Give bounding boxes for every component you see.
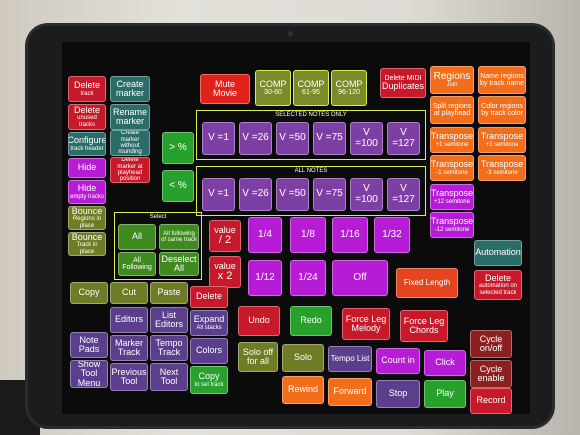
delete-button[interactable]: Delete	[190, 286, 228, 308]
transpose-plus1-button[interactable]: Transpose+1 semitone	[430, 127, 474, 153]
delete-marker-playhead-button[interactable]: Delete marker at playhead position	[110, 157, 150, 183]
quantize-off-button[interactable]: Off	[332, 260, 388, 296]
selected-notes-panel	[196, 110, 426, 160]
list-editors-button[interactable]: List Editors	[150, 307, 188, 333]
value-div2-button[interactable]: value/ 2	[209, 220, 241, 252]
quantize-1-16-button[interactable]: 1/16	[332, 217, 368, 253]
colors-button[interactable]: Colors	[190, 338, 228, 364]
copy-button[interactable]: Copy	[70, 282, 108, 304]
all-velocity-75-button[interactable]: V =75	[313, 178, 346, 211]
solo-off-all-button[interactable]: Solo off for all	[238, 342, 278, 372]
tempo-list-button[interactable]: Tempo List	[328, 346, 372, 372]
force-legato-chords-button[interactable]: Force Leg Chords	[400, 310, 448, 342]
all-velocity-100-button[interactable]: V =100	[350, 178, 383, 211]
selected-velocity-75-button[interactable]: V =75	[313, 122, 346, 155]
click-button[interactable]: Click	[424, 350, 466, 376]
select-all-button[interactable]: All	[118, 224, 156, 250]
all-velocity-26-button[interactable]: V =26	[239, 178, 272, 211]
paste-button[interactable]: Paste	[150, 282, 188, 304]
previous-tool-button[interactable]: Previous Tool	[110, 363, 148, 391]
redo-button[interactable]: Redo	[290, 306, 332, 336]
quantize-1-12-button[interactable]: 1/12	[248, 260, 282, 296]
show-tool-menu-button[interactable]: Show Tool Menu	[70, 360, 108, 388]
all-velocity-50-button[interactable]: V =50	[276, 178, 309, 211]
next-tool-button[interactable]: Next Tool	[150, 363, 188, 391]
split-regions-button[interactable]: Split regions at playhead	[430, 96, 474, 124]
name-regions-button[interactable]: Name regions by track name	[478, 66, 526, 94]
percent-up-button[interactable]: > %	[162, 132, 194, 164]
selected-velocity-100-button[interactable]: V =100	[350, 122, 383, 155]
undo-button[interactable]: Undo	[238, 306, 280, 336]
deselect-all-button[interactable]: Deselect All	[159, 252, 199, 276]
quantize-1-8-button[interactable]: 1/8	[290, 217, 326, 253]
transpose-minus3-button[interactable]: Transpose-3 semitone	[478, 155, 526, 181]
play-button[interactable]: Play	[424, 380, 466, 408]
all-notes-panel	[196, 166, 426, 216]
transpose-minus12-button[interactable]: Transpose-12 semitone	[430, 212, 474, 238]
percent-down-button[interactable]: < %	[162, 170, 194, 202]
select-panel	[114, 212, 202, 280]
quantize-1-4-button[interactable]: 1/4	[248, 217, 282, 253]
hide-button[interactable]: Hide	[68, 158, 106, 178]
stop-button[interactable]: Stop	[376, 380, 420, 408]
force-legato-melody-button[interactable]: Force Leg Melody	[342, 308, 390, 340]
record-button[interactable]: Record	[470, 388, 512, 414]
editors-button[interactable]: Editors	[110, 307, 148, 333]
fixed-length-button[interactable]: Fixed Length	[396, 268, 458, 298]
count-in-button[interactable]: Count in	[376, 348, 420, 374]
cut-button[interactable]: Cut	[110, 282, 148, 304]
selected-velocity-1-button[interactable]: V =1	[202, 122, 235, 155]
marker-track-button[interactable]: Marker Track	[110, 335, 148, 361]
automation-button[interactable]: Automation	[474, 240, 522, 266]
all-velocity-1-button[interactable]: V =1	[202, 178, 235, 211]
cycle-on-off-button[interactable]: Cycle on/off	[470, 330, 512, 358]
select-all-following-button[interactable]: All Following	[118, 252, 156, 276]
forward-button[interactable]: Forward	[328, 378, 372, 406]
selected-velocity-26-button[interactable]: V =26	[239, 122, 272, 155]
all-notes-title: ALL NOTES	[294, 168, 328, 174]
select-all-following-same-button[interactable]: All following of same track	[159, 224, 199, 250]
transpose-plus3-button[interactable]: Transpose+3 semitone	[478, 127, 526, 153]
selected-notes-title: SELECTED NOTES ONLY	[275, 112, 347, 118]
note-pads-button[interactable]: Note Pads	[70, 332, 108, 358]
color-regions-button[interactable]: Color regions by track color	[478, 96, 526, 124]
create-marker-no-rounding-button[interactable]: Create marker without rounding	[110, 130, 150, 156]
tempo-track-button[interactable]: Tempo Track	[150, 335, 188, 361]
selected-velocity-127-button[interactable]: V =127	[387, 122, 420, 155]
selected-velocity-50-button[interactable]: V =50	[276, 122, 309, 155]
quantize-1-24-button[interactable]: 1/24	[290, 260, 326, 296]
transpose-plus12-button[interactable]: Transpose+12 semitone	[430, 184, 474, 210]
cycle-enable-button[interactable]: Cycle enable	[470, 360, 512, 388]
rename-marker-button[interactable]: Rename marker	[110, 104, 150, 130]
create-marker-button[interactable]: Create marker	[110, 76, 150, 102]
all-velocity-127-button[interactable]: V =127	[387, 178, 420, 211]
solo-button[interactable]: Solo	[282, 344, 324, 372]
transpose-minus1-button[interactable]: Transpose-1 semitone	[430, 155, 474, 181]
mute-movie-button[interactable]: Mute Movie	[200, 74, 250, 104]
quantize-1-32-button[interactable]: 1/32	[374, 217, 410, 253]
select-panel-title: Select	[149, 214, 167, 220]
camera-icon	[288, 31, 293, 36]
rewind-button[interactable]: Rewind	[282, 376, 324, 404]
